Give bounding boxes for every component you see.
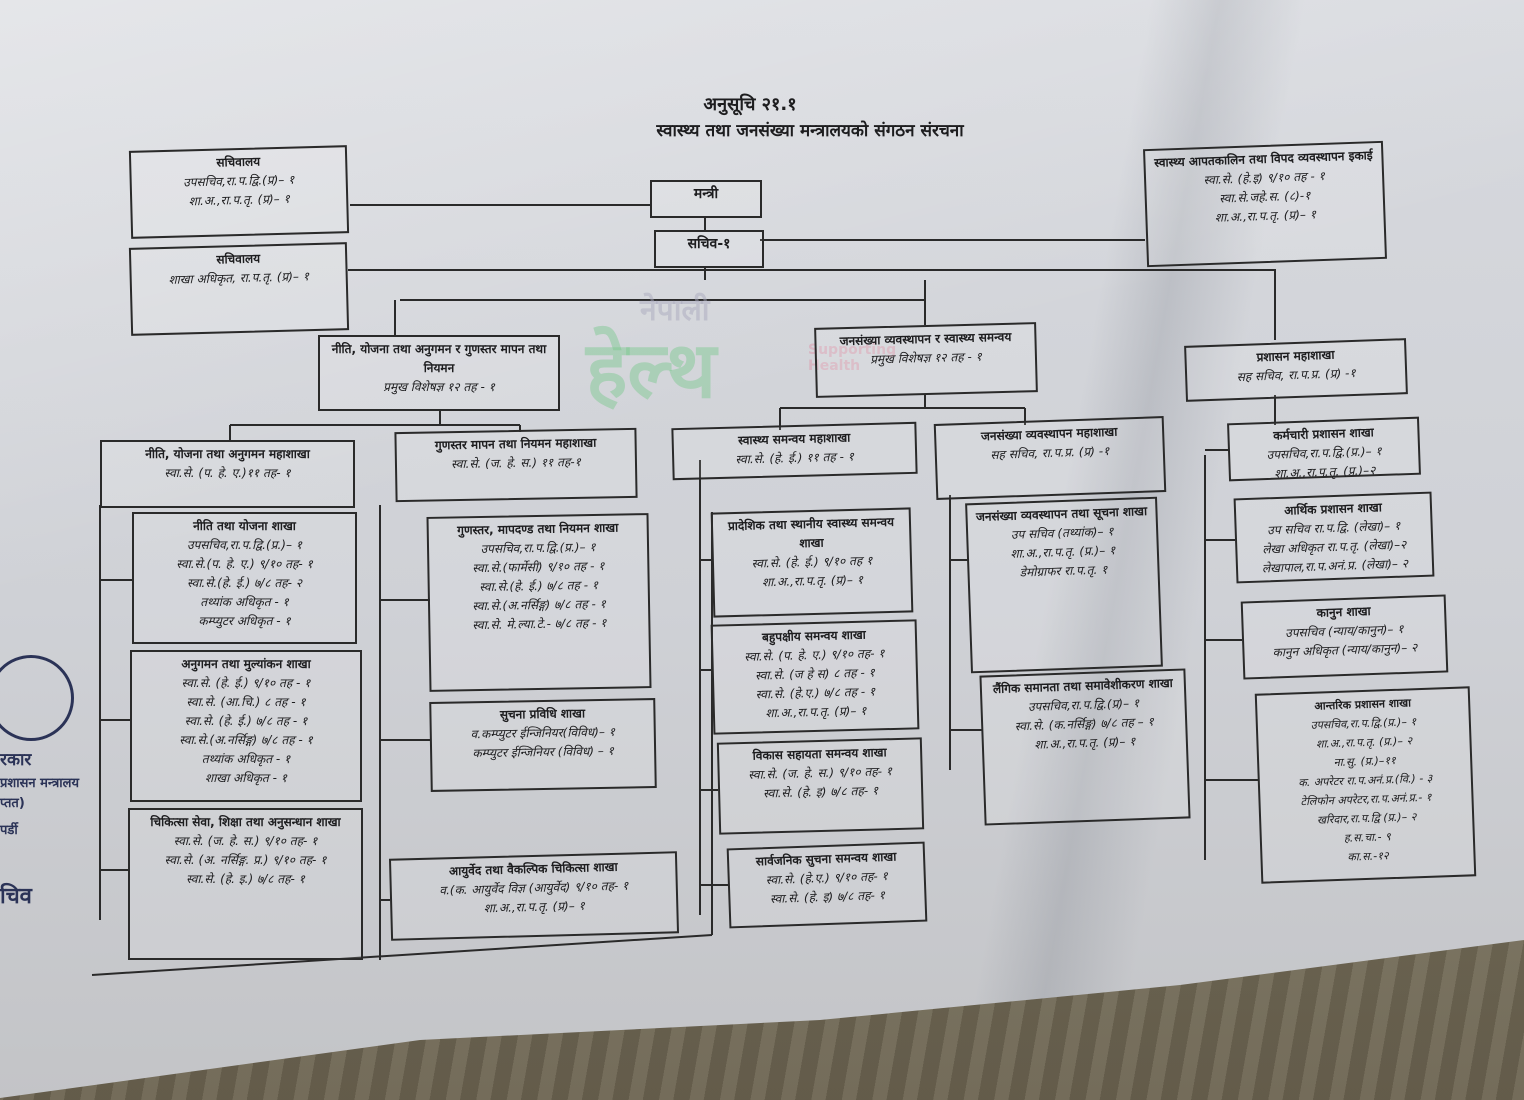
secretariat-box-1: सचिवालय उपसचिव,रा.प.द्वि.(प्र)– १ शा.अ.,… <box>128 145 350 239</box>
box-line: शाखा अधिकृत - १ <box>205 771 287 785</box>
box-line: शा.अ.,रा.प.तृ. (प्र)– १ <box>188 191 290 209</box>
box-line: प्रमुख विशेषज्ञ १२ तह - १ <box>383 380 495 394</box>
finance-administration-branch-box: आर्थिक प्रशासन शाखा उप सचिव रा.प.द्वि. (… <box>1233 491 1435 584</box>
box-title: नीति, योजना तथा अनुगमन महाशाखा <box>145 447 310 461</box>
box-title: गुणस्तर मापन तथा नियमन महाशाखा <box>434 435 597 453</box>
box-line: शा.अ.,रा.प.तृ. (प्र)– १ <box>761 572 864 590</box>
ayurveda-alternative-medicine-branch-box: आयुर्वेद तथा वैकल्पिक चिकित्सा शाखा व.(क… <box>388 851 680 941</box>
box-title: मन्त्री <box>693 186 719 202</box>
stamp-line-2: प्रशासन मन्त्रालय <box>0 776 80 791</box>
box-line: स्वा.से. (प. हे. ए.)११ तह- १ <box>164 466 291 480</box>
stamp-line-5: चिव <box>0 884 32 909</box>
box-title: चिकित्सा सेवा, शिक्षा तथा अनुसन्धान शाखा <box>150 815 341 829</box>
box-line: शाखा अधिकृत, रा.प.तृ. (प्र)– १ <box>168 269 310 287</box>
watermark-small: नेपाली <box>640 293 710 328</box>
population-division-box: जनसंख्या व्यवस्थापन र स्वास्थ्य समन्वय प… <box>814 322 1038 398</box>
box-line: कम्प्युटर ईन्जिनियर (विविध) – १ <box>472 743 614 761</box>
watermark-tagline: Supporting Health <box>808 342 897 374</box>
box-line: स्वा.से. (ज. हे. स.) ९/१० तह- १ <box>173 834 318 848</box>
internal-administration-branch-box: आन्तरिक प्रशासन शाखा उपसचिव,रा.प.द्वि.(प… <box>1254 686 1477 884</box>
box-line: तथ्यांक अधिकृत - १ <box>200 595 289 609</box>
box-title: नीति, योजना तथा अनुगमन र गुणस्तर मापन तथ… <box>331 342 547 375</box>
annex-title: अनुसूचि २१.१ <box>703 94 797 115</box>
policy-plan-branch-box: नीति तथा योजना शाखा उपसचिव,रा.प.द्वि.(प्… <box>132 512 357 644</box>
box-title: सचिव-१ <box>687 236 731 252</box>
box-line: कम्प्युटर अधिकृत - १ <box>198 614 291 628</box>
minister-box: मन्त्री <box>650 180 762 218</box>
watermark-big: हेल्थ <box>586 326 717 416</box>
box-line: स्वा.से. (ज. हे. स.) ११ तह-१ <box>450 454 581 472</box>
stamp-line-1: रकार <box>0 750 32 770</box>
box-line: स्वा.से.(अ.नर्सिङ्ग) ७/८ तह - १ <box>179 733 313 747</box>
box-line: स्वा.से.(हे. ई.) ७/८ तह- २ <box>186 576 302 590</box>
box-title: नीति तथा योजना शाखा <box>193 519 296 533</box>
policy-quality-division-box: नीति, योजना तथा अनुगमन र गुणस्तर मापन तथ… <box>318 335 560 411</box>
box-line: स्वा.से.(प. हे. ए.) ९/१० तह- १ <box>176 557 313 571</box>
public-information-branch-box: सार्वजनिक सुचना समन्वय शाखा स्वा.से. (हे… <box>726 841 928 929</box>
population-management-section-box: जनसंख्या व्यवस्थापन महाशाखा सह सचिव, रा.… <box>933 416 1167 500</box>
stamp-line-4: पर्डी <box>0 823 18 838</box>
multilateral-coordination-branch-box: बहुपक्षीय समन्वय शाखा स्वा.से. (प. हे. ए… <box>710 619 920 735</box>
administration-division-box: प्रशासन महाशाखा सह सचिव, रा.प.प्र. (प्र)… <box>1184 338 1408 402</box>
population-information-branch-box: जनसंख्या व्यवस्थापन तथा सूचना शाखा उप सच… <box>965 496 1163 674</box>
gender-inclusion-branch-box: लैंगिक समानता तथा समावेशीकरण शाखा उपसचिव… <box>979 668 1191 826</box>
box-title: गुणस्तर, मापदण्ड तथा नियमन शाखा <box>457 520 619 538</box>
box-line: स्वा.से. (अ. नर्सिङ्ग. प्र.) ९/१० तह- १ <box>164 853 327 867</box>
quality-standards-branch-box: गुणस्तर, मापदण्ड तथा नियमन शाखा उपसचिव,र… <box>426 513 652 692</box>
staff-administration-branch-box: कर्मचारी प्रशासन शाखा उपसचिव,रा.प.द्वि.(… <box>1227 416 1421 482</box>
monitoring-evaluation-branch-box: अनुगमन तथा मुल्यांकन शाखा स्वा.से. (हे. … <box>130 650 362 802</box>
secretariat-box-2: सचिवालय शाखा अधिकृत, रा.प.तृ. (प्र)– १ <box>128 242 350 336</box>
box-line: स्वा.से. (हे. इ.) ७/८ तह- १ <box>186 872 305 886</box>
emergency-unit-box: स्वास्थ्य आपतकालिन तथा विपद व्यवस्थापन इ… <box>1143 140 1387 268</box>
seal-icon <box>0 655 74 741</box>
secretary-box: सचिव-१ <box>654 230 764 268</box>
box-title: अनुगमन तथा मुल्यांकन शाखा <box>181 657 311 671</box>
chart-title: स्वास्थ्य तथा जनसंख्या मन्त्रालयको संगठन… <box>656 121 964 141</box>
legal-branch-box: कानुन शाखा उपसचिव (न्याय/कानुन)– १ कानुन… <box>1240 594 1449 680</box>
box-line: तथ्यांक अधिकृत - १ <box>201 752 291 766</box>
information-technology-branch-box: सुचना प्रविधि शाखा व.कम्प्युटर ईन्जिनियर… <box>429 698 657 792</box>
stamp-line-3: प्तत) <box>0 796 25 811</box>
official-stamp: रकार प्रशासन मन्त्रालय प्तत) पर्डी चिव <box>0 655 110 985</box>
box-line: उपसचिव,रा.प.द्वि.(प्र.)– १ <box>186 538 303 552</box>
development-aid-branch-box: विकास सहायता समन्वय शाखा स्वा.से. (ज. हे… <box>716 737 925 835</box>
health-coordination-section-box: स्वास्थ्य समन्वय महाशाखा स्वा.से. (हे. ई… <box>671 421 918 481</box>
box-line: शा.अ.,रा.प.तृ. (प्र)– १ <box>765 703 867 721</box>
watermark: नेपाली हेल्थ Supporting Health <box>578 292 896 422</box>
medical-education-research-branch-box: चिकित्सा सेवा, शिक्षा तथा अनुसन्धान शाखा… <box>128 808 363 960</box>
provincial-coordination-branch-box: प्रादेशिक तथा स्थानीय स्वास्थ्य समन्वय श… <box>710 507 914 618</box>
quality-regulation-section-box: गुणस्तर मापन तथा नियमन महाशाखा स्वा.से. … <box>394 427 638 503</box>
policy-planning-section-box: नीति, योजना तथा अनुगमन महाशाखा स्वा.से. … <box>100 440 355 508</box>
box-line: स्वा.से. (हे. ई.) ९/१० तह - १ <box>181 676 311 690</box>
box-line: स्वा.से. मे.ल्या.टे.- ७/८ तह - १ <box>472 615 607 633</box>
box-line: स्वा.से. (हे. ई.) ७/८ तह - १ <box>184 714 308 728</box>
box-line: स्वा.से. (आ.चि.) ८ तह - १ <box>186 695 306 709</box>
box-title: प्रादेशिक तथा स्थानीय स्वास्थ्य समन्वय श… <box>727 514 895 551</box>
